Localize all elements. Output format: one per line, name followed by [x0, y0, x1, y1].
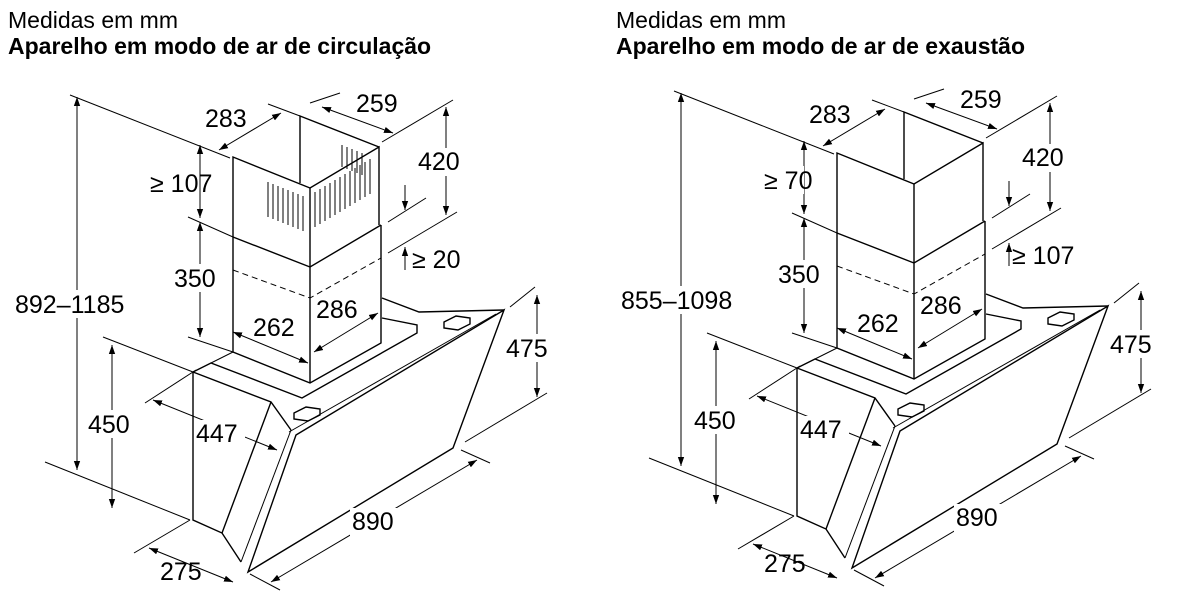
right-title-block: Medidas em mm Aparelho em modo de ar de … [616, 7, 1025, 59]
left-overlap-min: ≥ 20 [412, 246, 460, 274]
left-chimney-width: 286 [316, 296, 358, 324]
right-chimney-width-top: 259 [960, 86, 1002, 114]
left-chimney-vents [267, 145, 371, 231]
right-hood-width: 890 [956, 504, 998, 532]
left-hood-width: 890 [352, 508, 394, 536]
left-chimney-depth-top: 283 [205, 105, 247, 133]
left-base-depth: 275 [160, 558, 202, 586]
left-chimney-depth: 262 [253, 314, 295, 342]
right-glass-height: 475 [1110, 331, 1152, 359]
right-chimney-upper-min: ≥ 70 [764, 167, 812, 195]
right-hood-depth: 447 [800, 416, 842, 444]
left-chimney-lower: 350 [174, 265, 216, 293]
right-overlap-min: ≥ 107 [1012, 242, 1074, 270]
left-hood-drawing [45, 93, 547, 590]
left-title: Aparelho em modo de ar de circulação [8, 33, 432, 59]
right-subtitle: Medidas em mm [616, 7, 786, 33]
left-subtitle: Medidas em mm [8, 7, 178, 33]
right-base-depth: 275 [764, 550, 806, 578]
right-hood-height: 450 [694, 407, 736, 435]
right-chimney-upper: 420 [1022, 144, 1064, 172]
right-title: Aparelho em modo de ar de exaustão [616, 33, 1026, 59]
right-dimension-labels: 855–1098 450 ≥ 70 350 283 259 420 ≥ 107 … [620, 86, 1161, 578]
left-chimney-upper: 420 [418, 148, 460, 176]
right-chimney-width: 286 [920, 292, 962, 320]
left-chimney-upper-min: ≥ 107 [150, 170, 212, 198]
left-dimension-labels: 892–1185 450 ≥ 107 350 283 259 420 ≥ 20 … [14, 90, 557, 586]
left-hood-height: 450 [88, 411, 130, 439]
right-chimney-depth-top: 283 [809, 101, 851, 129]
right-hood-drawing [649, 89, 1151, 586]
left-title-block: Medidas em mm Aparelho em modo de ar de … [8, 7, 431, 59]
right-total-height: 855–1098 [621, 287, 732, 315]
left-hood-depth: 447 [196, 420, 238, 448]
right-chimney-lower: 350 [778, 261, 820, 289]
left-glass-height: 475 [506, 335, 548, 363]
right-chimney-depth: 262 [857, 310, 899, 338]
left-chimney-width-top: 259 [356, 90, 398, 118]
left-total-height: 892–1185 [15, 291, 124, 319]
